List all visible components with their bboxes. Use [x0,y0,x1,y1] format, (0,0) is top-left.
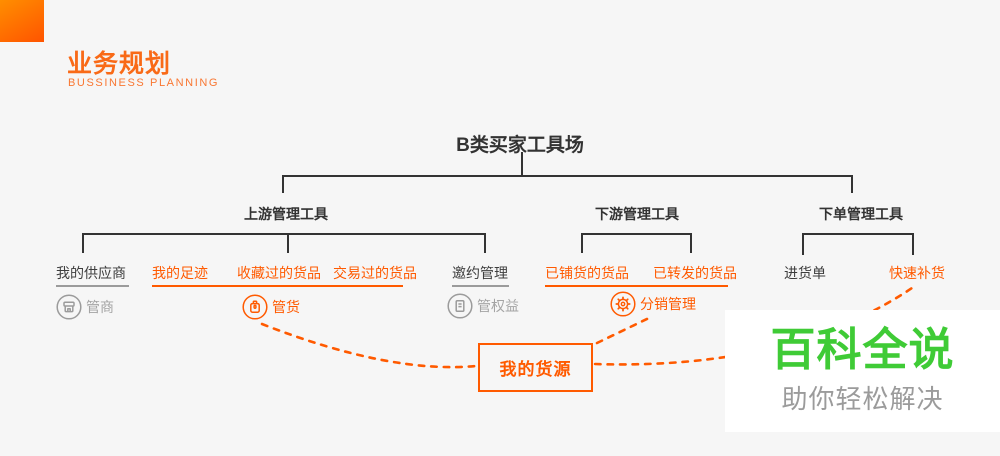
underline-distribution-group [545,285,728,287]
leaf-quick-restock: 快速补货 [889,265,945,281]
branch-downstream-tools: 下游管理工具 [595,206,679,222]
group-distribution-mgmt: 分销管理 [610,291,696,317]
leaf-stocked-goods: 已铺货的货品 [545,265,629,281]
watermark-card: 百科全说 助你轻松解决 [725,310,1000,432]
group-label: 管商 [86,299,114,315]
leaf-favorited-goods: 收藏过的货品 [237,265,321,281]
underline-suppliers [56,285,129,287]
leaf-invitation-mgmt: 邀约管理 [452,265,508,281]
group-label: 管权益 [477,298,519,314]
branch-order-tools: 下单管理工具 [819,206,903,222]
underline-invitation [452,285,509,287]
branch-upstream-tools: 上游管理工具 [244,206,328,222]
shop-icon [56,294,82,320]
group-label: 管货 [272,299,300,315]
group-manage-merchants: 管商 [56,294,114,320]
dashed-curve-goods-to-hub [260,322,478,369]
gear-icon [610,291,636,317]
watermark-brand: 百科全说 [770,323,955,375]
page-subtitle: BUSSINESS PLANNING [68,77,220,89]
leaf-my-suppliers: 我的供应商 [56,265,126,281]
group-manage-goods: 管货 [242,294,300,320]
page-title: 业务规划 [67,50,172,78]
leaf-my-footprints: 我的足迹 [152,265,208,281]
corner-accent-square [0,0,44,42]
hub-label: 我的货源 [499,360,572,379]
package-icon [242,294,268,320]
group-label: 分销管理 [640,296,696,312]
certificate-icon [447,293,473,319]
leaf-forwarded-goods: 已转发的货品 [653,265,737,281]
tree-root-title: B类买家工具场 [456,135,584,156]
leaf-traded-goods: 交易过的货品 [333,265,417,281]
underline-goods-group [152,285,403,287]
dashed-line-hub-to-distribution [595,316,651,345]
watermark-slogan: 助你轻松解决 [781,384,944,415]
leaf-purchase-order: 进货单 [784,265,826,281]
group-manage-rights: 管权益 [447,293,519,319]
hub-my-supply-box: 我的货源 [478,343,593,392]
